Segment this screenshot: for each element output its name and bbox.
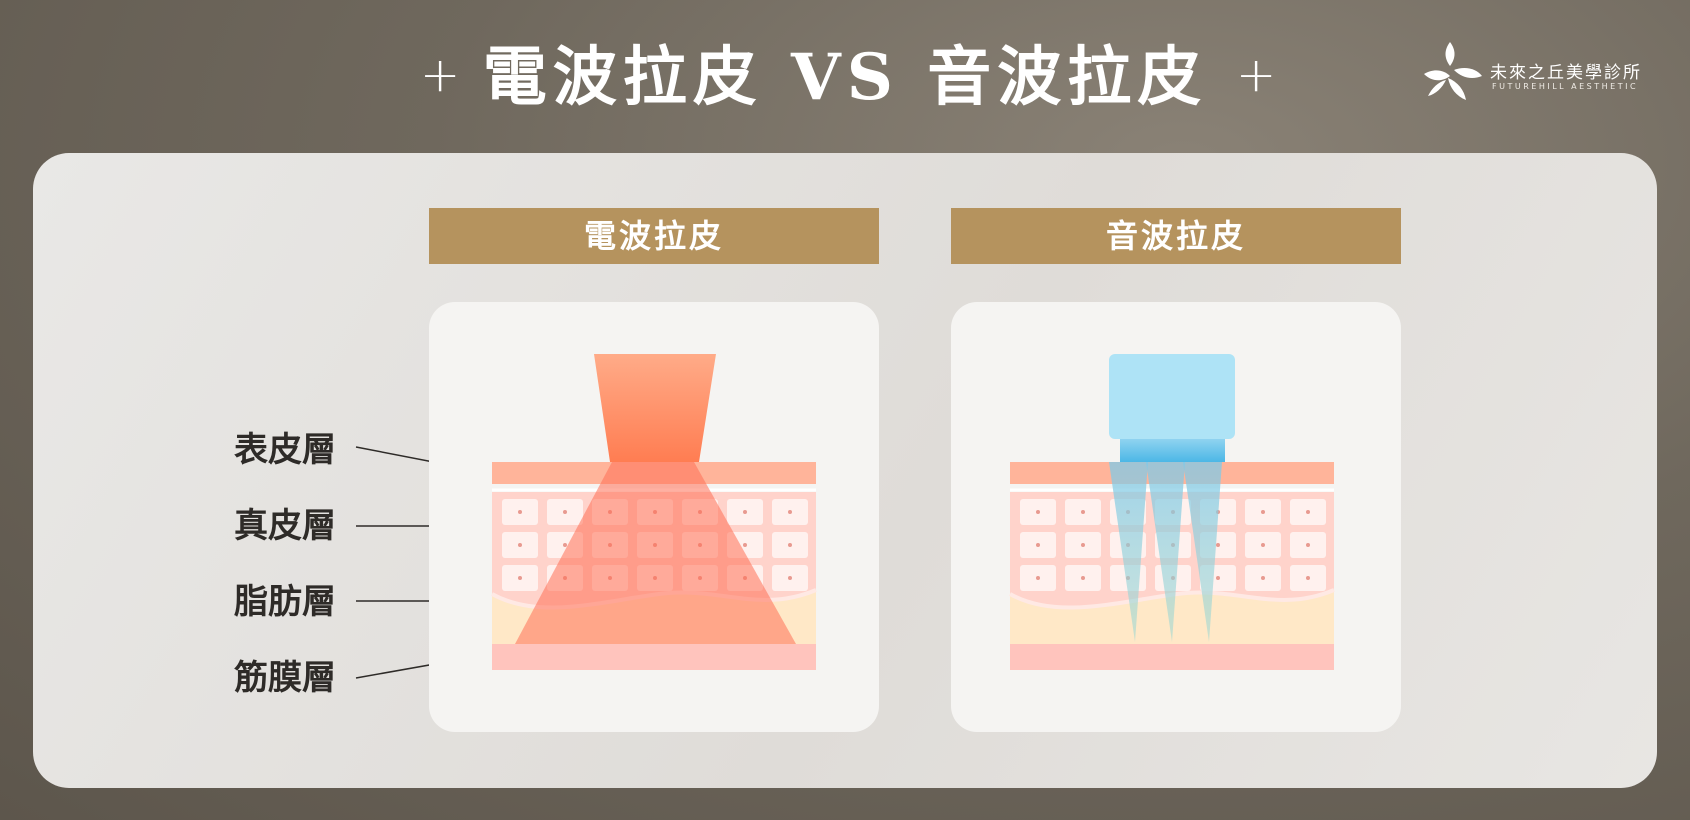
ultrasound-beam-left bbox=[1109, 462, 1148, 642]
rf-probe-icon bbox=[594, 354, 716, 462]
clinic-logo: 未來之丘美學診所 FUTUREHILL AESTHETIC bbox=[1420, 40, 1650, 104]
ultrasound-diagram bbox=[1009, 354, 1335, 670]
ultrasound-probe-icon bbox=[1109, 354, 1235, 439]
ultrasound-column-header: 音波拉皮 bbox=[951, 208, 1401, 264]
page-title: 電波拉皮 VS 音波拉皮 bbox=[482, 40, 1208, 115]
rf-heating-cone bbox=[515, 462, 796, 644]
flower-logo-icon bbox=[1424, 42, 1482, 100]
ultrasound-beam-middle bbox=[1146, 462, 1185, 642]
clinic-name: 未來之丘美學診所 bbox=[1490, 63, 1642, 83]
rf-diagram-card bbox=[429, 302, 879, 732]
ultrasound-diagram-card bbox=[951, 302, 1401, 732]
layer-label-fat: 脂肪層 bbox=[234, 582, 336, 622]
ultrasound-probe-neck bbox=[1120, 439, 1225, 462]
ultrasound-beam-right bbox=[1183, 462, 1222, 642]
clinic-subtitle: FUTUREHILL AESTHETIC bbox=[1492, 82, 1639, 91]
plus-icon-right: + bbox=[1236, 47, 1277, 103]
fascia-layer bbox=[492, 644, 816, 670]
layer-label-fascia: 筋膜層 bbox=[234, 658, 336, 698]
layer-label-dermis: 真皮層 bbox=[234, 506, 336, 546]
rf-diagram bbox=[491, 354, 817, 670]
layer-label-epidermis: 表皮層 bbox=[234, 430, 336, 470]
plus-icon-left: + bbox=[420, 47, 461, 103]
rf-column-header: 電波拉皮 bbox=[429, 208, 879, 264]
fascia-layer bbox=[1010, 644, 1334, 670]
